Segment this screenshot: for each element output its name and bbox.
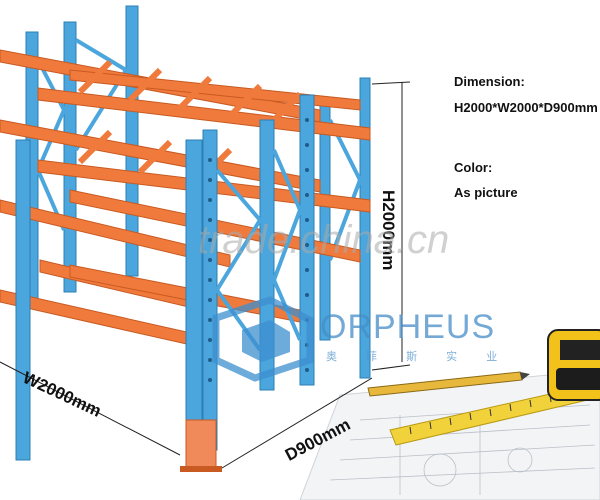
dimension-heading: Dimension: — [454, 74, 525, 89]
dimension-lines — [0, 81, 411, 469]
measuring-tape — [389, 329, 600, 446]
front-bracing — [215, 149, 302, 352]
trade-watermark: trade.china.cn — [198, 218, 450, 262]
orpheus-logo-mark — [212, 296, 314, 382]
front-uprights — [15, 94, 315, 472]
upright-holes — [208, 118, 309, 382]
dimension-value: H2000*W2000*D900mm — [454, 100, 598, 115]
pencil — [367, 371, 530, 397]
orpheus-brand-name: ORPHEUS — [320, 308, 496, 346]
orpheus-brand-cn: 奥 菲 斯 实 业 — [326, 351, 511, 363]
color-heading: Color: — [454, 160, 493, 175]
color-value: As picture — [454, 185, 518, 200]
